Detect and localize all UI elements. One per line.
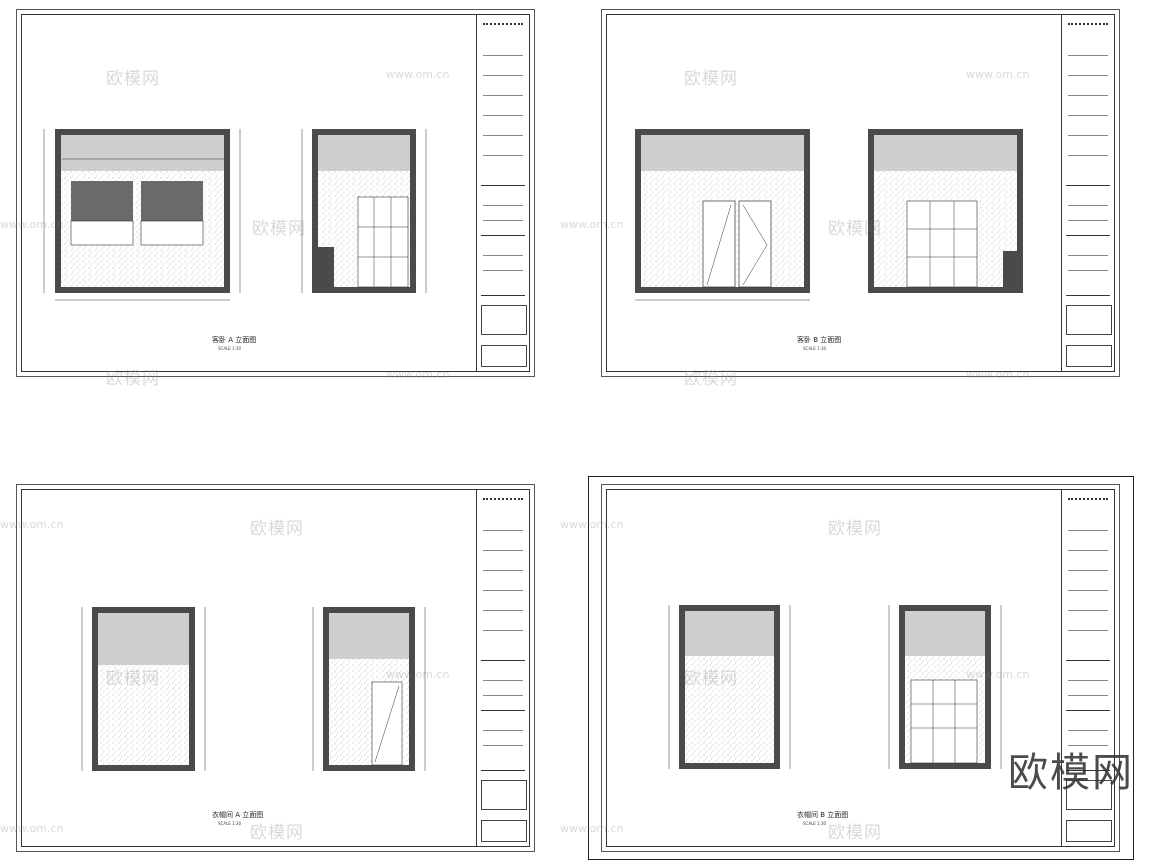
firm-logo-mark bbox=[1068, 23, 1108, 33]
title-block bbox=[476, 15, 529, 371]
firm-logo-mark bbox=[1068, 498, 1108, 508]
drawing-scale: SCALE 1:30 bbox=[803, 346, 827, 351]
sheet-border: 衣帽间 A 立面图 SCALE 1:30 bbox=[21, 489, 530, 847]
drawing-scale: SCALE 1:30 bbox=[218, 821, 242, 826]
drawing-scale: SCALE 1:30 bbox=[218, 346, 242, 351]
elevation-drawing-d bbox=[668, 605, 1002, 769]
elevation-drawing-b bbox=[635, 129, 1023, 301]
drawing-sheet-2: 客卧 B 立面图 SCALE 1:30 bbox=[601, 9, 1120, 377]
sheet-border: 客卧 B 立面图 SCALE 1:30 bbox=[606, 14, 1115, 372]
drawing-sheet-1: 客卧 A 立面图 SCALE 1:30 bbox=[16, 9, 535, 377]
firm-logo-mark bbox=[483, 23, 523, 33]
drawing-caption: 客卧 B 立面图 bbox=[797, 336, 842, 344]
elevation-drawing-c bbox=[81, 607, 426, 771]
title-block bbox=[1061, 490, 1114, 846]
selected-sheet-frame bbox=[588, 476, 1134, 860]
drawing-caption: 客卧 A 立面图 bbox=[212, 336, 257, 344]
drawing-caption: 衣帽间 A 立面图 bbox=[212, 811, 264, 819]
sheet-border: 衣帽间 B 立面图 SCALE 1:30 bbox=[606, 489, 1115, 847]
sheet-border: 客卧 A 立面图 SCALE 1:30 bbox=[21, 14, 530, 372]
drawing-sheet-3: 衣帽间 A 立面图 SCALE 1:30 bbox=[16, 484, 535, 852]
drawing-sheet-4: 衣帽间 B 立面图 SCALE 1:30 bbox=[601, 484, 1120, 852]
title-block bbox=[1061, 15, 1114, 371]
site-logo: 欧模网 bbox=[1008, 750, 1134, 796]
title-block bbox=[476, 490, 529, 846]
elevation-drawing-a bbox=[43, 129, 427, 301]
drawing-caption: 衣帽间 B 立面图 bbox=[797, 811, 849, 819]
firm-logo-mark bbox=[483, 498, 523, 508]
drawing-scale: SCALE 1:30 bbox=[803, 821, 827, 826]
